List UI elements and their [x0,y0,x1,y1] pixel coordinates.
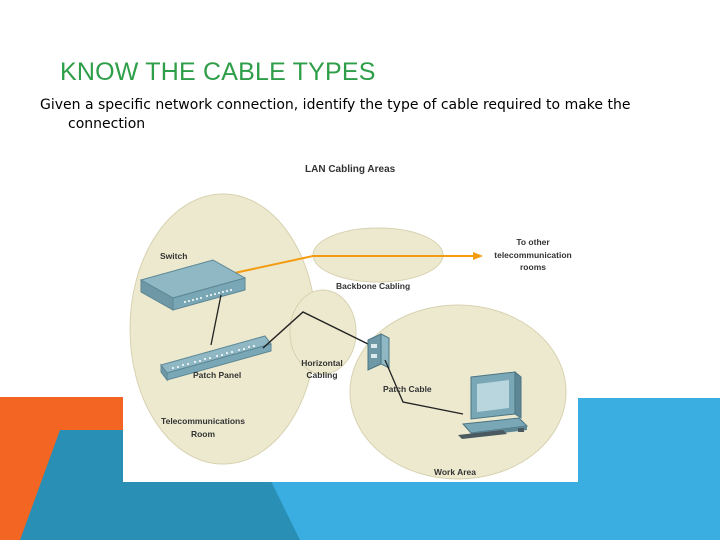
subtitle-line-1: Given a specific network connection, ide… [40,97,631,113]
telecom-room-label-1: Telecommunications [161,416,245,426]
patch-cable-label: Patch Cable [383,384,432,394]
switch-device [139,259,247,311]
patch-panel-label: Patch Panel [193,370,241,380]
horizontal-label-2: Cabling [306,370,337,380]
horizontal-cable [262,311,369,349]
patch-cable [384,359,464,415]
work-area-label: Work Area [434,467,476,477]
slide-subtitle: Given a specific network connection, ide… [40,96,640,134]
wall-jack [367,333,390,371]
horizontal-area [289,289,357,375]
switch-to-panel-cable [210,294,222,346]
switch-label: Switch [160,251,187,261]
to-other-label-2: telecommunication [494,250,571,260]
to-other-label-3: rooms [520,262,546,272]
telecom-room-label-2: Room [191,429,216,439]
backbone-label: Backbone Cabling [336,281,410,291]
computer-icon [458,370,529,439]
subtitle-line-2: connection [68,116,146,132]
diagram-title: LAN Cabling Areas [305,164,396,175]
backbone-arrowhead [473,252,483,260]
work-area [349,304,567,480]
slide-title: KNOW THE CABLE TYPES [60,58,376,86]
lan-cabling-figure: LAN Cabling Areas Switch To other teleco… [123,152,578,482]
to-other-label-1: To other [516,237,550,247]
patch-panel-device [160,335,272,382]
horizontal-label-1: Horizontal [301,358,343,368]
lan-cabling-diagram: LAN Cabling Areas Switch To other teleco… [129,164,572,480]
